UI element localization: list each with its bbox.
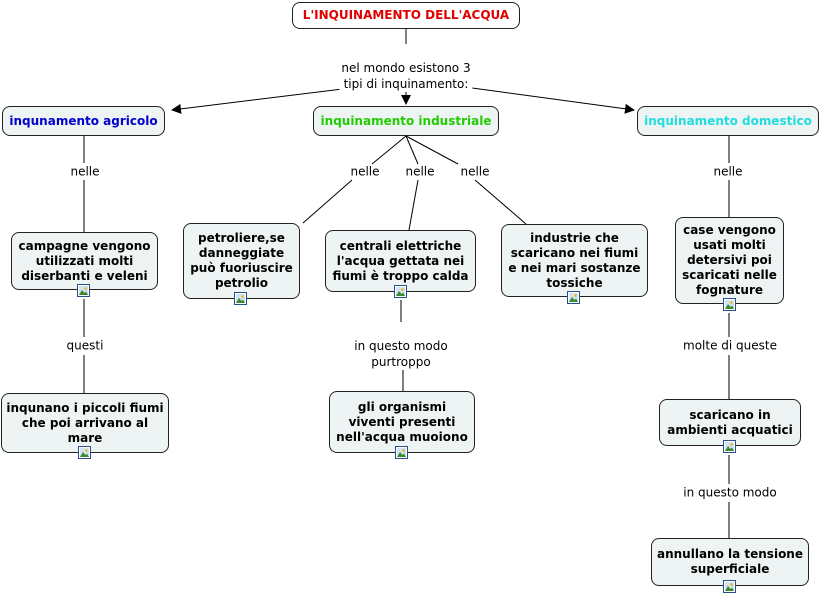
concept-organismi[interactable]: gli organismi viventi presenti nell'acqu… [329, 391, 475, 453]
concept-scaricano[interactable]: scaricano in ambienti acquatici [659, 399, 801, 446]
edge-ind-b2 [408, 179, 419, 231]
root-title: L'INQUINAMENTO DELL'ACQUA [302, 8, 510, 22]
image-icon[interactable] [567, 291, 580, 304]
edge-ind-b [405, 135, 419, 165]
edge-ind-a [371, 135, 407, 165]
concept-industrie[interactable]: industrie che scaricano nei fiumi e nei … [501, 224, 648, 297]
edge-ind-c [405, 135, 459, 165]
image-icon[interactable] [78, 446, 91, 459]
edge-to-domestico [449, 84, 635, 114]
concept-fiumi-piccoli[interactable]: inqunano i piccoli fiumi che poi arrivan… [1, 393, 169, 453]
edge-ind-a2 [302, 179, 353, 224]
link-ind-nelle-2: nelle [403, 164, 437, 180]
concept-campagne[interactable]: campagne vengono utilizzati molti diserb… [11, 232, 158, 290]
image-icon[interactable] [234, 292, 247, 305]
image-icon[interactable] [723, 298, 736, 311]
image-icon[interactable] [395, 446, 408, 459]
link-dom-nelle: nelle [711, 164, 745, 180]
concept-case[interactable]: case vengono usati molti detersivi poi s… [675, 217, 784, 304]
edge-ind-c2 [474, 179, 527, 225]
image-icon[interactable] [723, 580, 736, 593]
link-ind-nelle-1: nelle [348, 164, 382, 180]
link-dom-modo: in questo modo [681, 485, 779, 501]
concept-annullano[interactable]: annullano la tensione superficiale [651, 538, 809, 586]
image-icon[interactable] [394, 285, 407, 298]
image-icon[interactable] [723, 440, 736, 453]
link-agr-questi: questi [64, 338, 106, 354]
link-dom-molte: molte di queste [681, 338, 779, 354]
root-link-label: nel mondo esistono 3 tipi di inquinament… [339, 44, 473, 92]
link-agr-nelle: nelle [68, 164, 102, 180]
concept-petroliere[interactable]: petroliere,se danneggiate può fuoriuscir… [183, 223, 300, 299]
image-icon[interactable] [77, 284, 90, 297]
link-ind-modo: in questo modo purtroppo [352, 322, 450, 370]
root-node[interactable]: L'INQUINAMENTO DELL'ACQUA [292, 2, 520, 29]
category-domestico[interactable]: inquinamento domestico [637, 106, 819, 136]
link-ind-nelle-3: nelle [458, 164, 492, 180]
category-agricolo[interactable]: inqunamento agricolo [2, 106, 165, 136]
concept-centrali[interactable]: centrali elettriche l'acqua gettata nei … [325, 230, 476, 292]
category-industriale[interactable]: inquinamento industriale [313, 106, 499, 136]
